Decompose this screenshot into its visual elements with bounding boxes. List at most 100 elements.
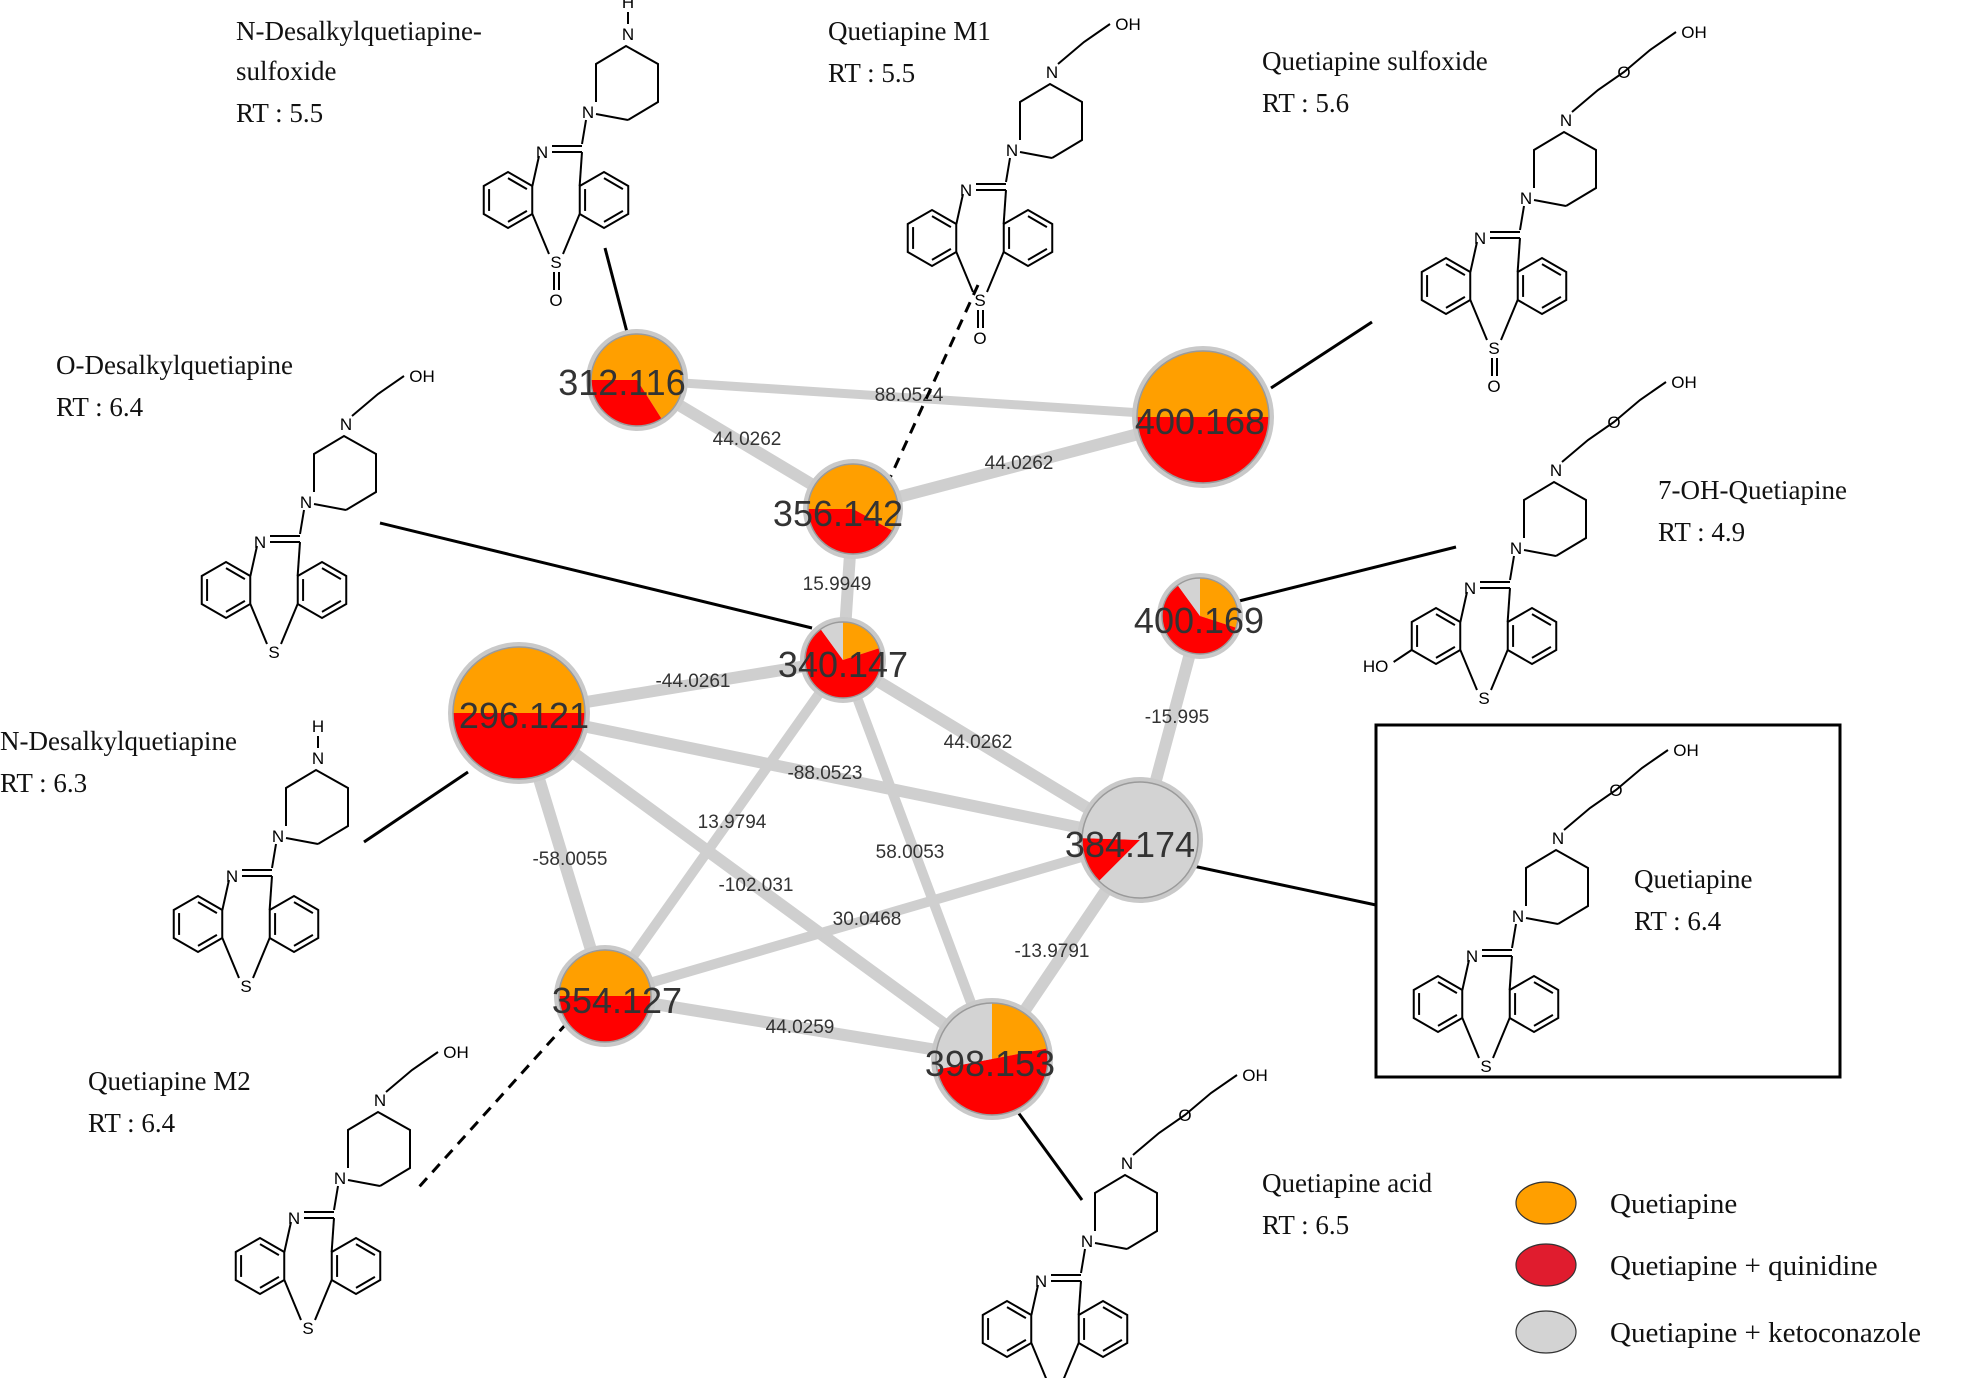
legend-item: Quetiapine + ketoconazole	[1515, 1310, 1921, 1354]
bond	[1525, 917, 1559, 925]
ring-double-bond	[507, 177, 528, 190]
metabolite-name: Quetiapine M2	[88, 1066, 251, 1096]
node-label: 384.174	[1065, 824, 1195, 865]
retention-time: RT : 5.5	[236, 98, 323, 128]
benzene-ring	[906, 208, 958, 268]
atom-n: N	[272, 827, 284, 846]
node-outline	[1161, 577, 1239, 655]
edge-label: -13.9791	[1014, 941, 1089, 962]
benzene-ring	[1410, 606, 1462, 666]
atom-end: OH	[409, 367, 435, 386]
bond	[1077, 1280, 1082, 1316]
ring-double-bond	[321, 567, 342, 580]
node-outline	[807, 463, 899, 555]
ring-double-bond	[259, 1276, 280, 1289]
bond	[221, 879, 230, 911]
slice-ketoconazole	[1082, 782, 1198, 898]
node-label: 400.169	[1134, 600, 1264, 641]
atom-n: N	[340, 415, 352, 434]
bond	[1500, 299, 1519, 341]
node-outline	[452, 646, 586, 780]
bond	[313, 503, 347, 511]
atom-s: S	[268, 643, 279, 662]
bond	[595, 113, 629, 121]
bond	[1030, 1284, 1039, 1316]
edge-label: 44.0262	[985, 453, 1054, 474]
edge-n354-n384	[600, 835, 1145, 1001]
legend-swatch	[1515, 1181, 1577, 1225]
retention-time: RT : 6.4	[88, 1108, 176, 1138]
link-398	[1010, 1103, 1084, 1201]
atom-ho: HO	[1363, 657, 1389, 676]
node-384.174: 384.174	[1065, 777, 1203, 903]
edge-label: 58.0053	[876, 842, 945, 863]
atom-n: N	[1520, 189, 1532, 208]
atom-n: N	[1550, 461, 1562, 480]
legend-label: Quetiapine	[1610, 1188, 1737, 1220]
legend-label: Quetiapine + quinidine	[1610, 1250, 1878, 1282]
node-296.121: 296.121	[448, 642, 590, 784]
ring-double-bond	[931, 215, 952, 228]
node-outline	[1081, 781, 1199, 899]
slice-quinidine	[591, 380, 662, 426]
bond	[221, 937, 240, 979]
bond	[1516, 237, 1521, 273]
ring-double-bond	[1541, 263, 1562, 276]
slice-ketoconazole	[1177, 578, 1200, 616]
node-label: 296.121	[459, 695, 589, 736]
atom-o: O	[1487, 377, 1500, 396]
node-354.127: 354.127	[552, 945, 682, 1047]
link-400b	[1234, 545, 1457, 604]
atom-n: N	[1046, 63, 1058, 82]
edge-label: -102.031	[718, 875, 793, 896]
slice-quetiapine	[453, 647, 585, 713]
slice-quetiapine	[1200, 578, 1238, 628]
ring-double-bond	[1541, 296, 1562, 309]
edge-label: 30.0468	[833, 909, 902, 930]
ring-double-bond	[293, 934, 314, 947]
chemical-structures: NSONNHNSONNOHNSONNOOHNSNNOHNSHONNOOHNSNN…	[172, 0, 1707, 1378]
link-400a	[1270, 320, 1373, 390]
benzene-ring	[578, 170, 630, 230]
bond	[1461, 1017, 1480, 1059]
atom-n: N	[1081, 1232, 1093, 1251]
ring-double-bond	[355, 1243, 376, 1256]
slice-quetiapine	[591, 334, 684, 419]
bond	[1469, 241, 1478, 273]
atom-n: N	[1006, 141, 1018, 160]
ring-double-bond	[1006, 1339, 1027, 1352]
legend-item: Quetiapine + quinidine	[1515, 1243, 1878, 1287]
atom-s: S	[1480, 1057, 1491, 1076]
edge-n296-n384	[513, 707, 1146, 846]
benzene-ring	[172, 894, 224, 954]
atom-s: S	[974, 291, 985, 310]
atom-n: N	[226, 867, 238, 886]
bond	[249, 545, 258, 577]
bond	[268, 875, 273, 911]
parent-compound-box	[1374, 723, 1842, 1079]
benzene-ring	[268, 894, 320, 954]
legend-swatch	[1515, 1310, 1577, 1354]
ring-double-bond	[507, 210, 528, 223]
bond	[1094, 1242, 1128, 1250]
atom-h: H	[622, 0, 634, 12]
benzene-ring	[1508, 974, 1560, 1034]
bond	[1506, 587, 1511, 623]
bond	[1459, 649, 1478, 691]
atom-n: N	[622, 25, 634, 44]
node-label: 400.168	[1135, 401, 1265, 442]
edge-label: -15.995	[1145, 707, 1209, 728]
side-chain	[351, 375, 405, 417]
edge-n296-n398	[513, 707, 998, 1065]
benzene-ring	[330, 1236, 382, 1296]
bond	[1511, 923, 1517, 949]
node-400.169: 400.169	[1134, 573, 1264, 659]
retention-time: RT : 6.3	[0, 768, 87, 798]
ring-double-bond	[1027, 248, 1048, 261]
